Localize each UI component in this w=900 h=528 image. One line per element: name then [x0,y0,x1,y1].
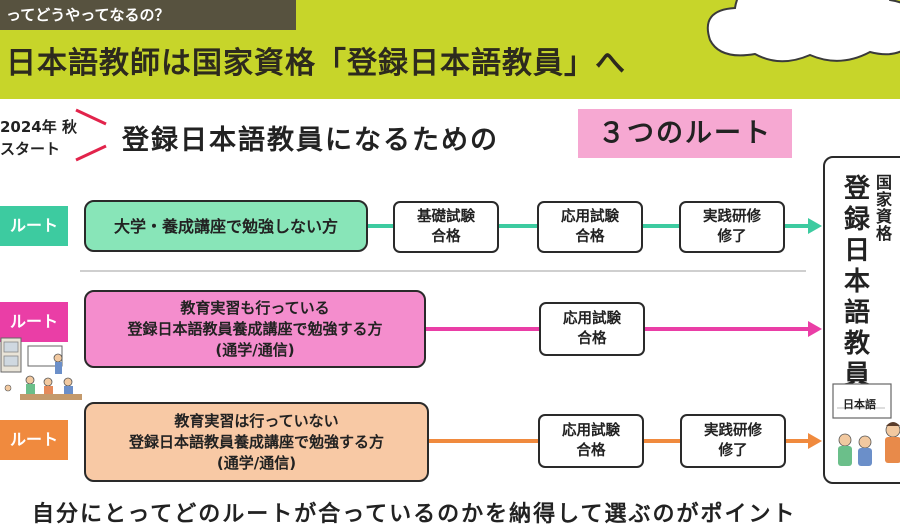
cloud-decoration [706,0,900,63]
goal-registered-teacher-label: 登 録 日 本 語 教 員 [843,174,870,390]
teacher-whiteboard-icon [832,383,900,466]
route3-step-practicum: 実践研修修了 [680,414,786,468]
header-title: 日本語教師は国家資格「登録日本語教員」へ [6,46,626,81]
start-note-line1: 2024年 秋 [0,118,77,136]
goal-national-qualification-label: 国 家 資 格 [875,173,892,243]
main-heading: 登録日本語教員になるための [122,125,499,156]
route2-description: 教育実習も行っている 登録日本語教員養成講座で勉強する方 (通学/通信) [84,290,426,368]
header-banner: ってどうやってなるの？ 日本語教師は国家資格「登録日本語教員」へ [0,0,900,99]
slash-accent-icon [75,108,107,162]
route1-label: ルート [0,206,68,246]
route3-description: 教育実習は行っていない 登録日本語教員養成講座で勉強する方 (通学/通信) [84,402,429,482]
route2-step-applied-exam: 応用試験合格 [539,302,645,356]
route3-label: ルート [0,420,68,460]
main-heading-highlight: ３つのルート [578,109,792,158]
whiteboard-text: 日本語 [843,398,876,411]
route1-step-basic-exam: 基礎試験合格 [393,201,499,253]
route1-step-applied-exam: 応用試験合格 [537,201,643,253]
route-divider [80,270,806,272]
header-tag: ってどうやってなるの？ [0,0,296,30]
footer-text: 自分にとってどのルートが合っているのかを納得して選ぶのがポイント [32,502,797,527]
start-note-line2: スタート [0,140,61,158]
route3-step-applied-exam: 応用試験合格 [538,414,644,468]
route1-description: 大学・養成講座で勉強しない方 [84,200,368,252]
start-note: 2024年 秋 スタート [0,116,80,160]
classroom-illustration-icon [0,337,82,400]
route1-step-practicum: 実践研修修了 [679,201,785,253]
route2-label: ルート [0,302,68,342]
